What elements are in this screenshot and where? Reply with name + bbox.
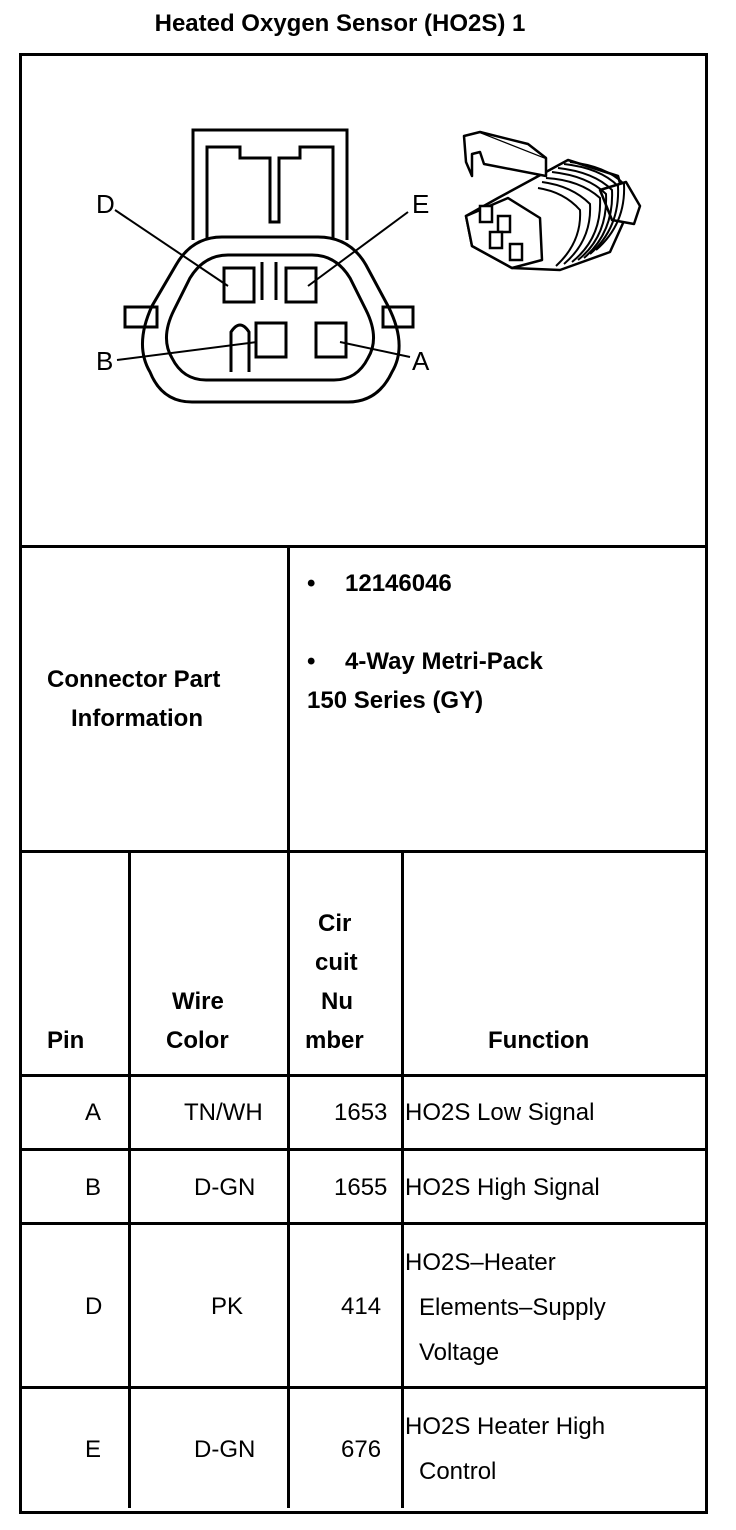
connector-table-frame <box>19 53 708 1514</box>
pin-label-d: D <box>96 189 115 219</box>
cell-circuit: 1655 <box>334 1174 388 1201</box>
connector-description: 4-Way Metri-Pack <box>345 648 543 675</box>
divider <box>19 1386 705 1389</box>
cell-circuit: 676 <box>341 1436 382 1463</box>
divider <box>19 850 705 853</box>
cell-pin: B <box>85 1174 102 1201</box>
header-circuit: Nu <box>321 988 353 1015</box>
cell-pin: D <box>85 1293 103 1320</box>
page-title: Heated Oxygen Sensor (HO2S) 1 <box>154 10 526 37</box>
pin-label-e: E <box>412 189 429 219</box>
header-circuit: Cir <box>318 910 352 937</box>
header-circuit: cuit <box>315 949 358 976</box>
header-wire-color: Wire <box>172 988 224 1015</box>
cavity-d <box>222 266 256 304</box>
cell-function: Voltage <box>419 1339 500 1366</box>
divider <box>19 1148 705 1151</box>
cell-function: HO2S High Signal <box>405 1174 600 1201</box>
header-function: Function <box>488 1027 590 1054</box>
cell-circuit: 414 <box>341 1293 382 1320</box>
cell-circuit: 1653 <box>334 1099 388 1126</box>
cell-wire-color: D-GN <box>194 1174 256 1201</box>
cell-function: Elements–Supply <box>419 1294 606 1321</box>
cell-pin: E <box>85 1436 102 1463</box>
cell-function: HO2S Low Signal <box>405 1099 595 1126</box>
bullet: • <box>307 648 316 675</box>
cell-function: HO2S–Heater <box>405 1249 556 1276</box>
header-pin: Pin <box>47 1027 85 1054</box>
cell-wire-color: TN/WH <box>184 1099 263 1126</box>
connector-3d-view <box>462 130 642 272</box>
cell-pin: A <box>85 1099 102 1126</box>
connector-description: 150 Series (GY) <box>307 687 484 714</box>
connector-face-diagram: D E B A <box>96 128 430 404</box>
divider <box>287 545 290 1508</box>
cavity-a <box>314 321 348 359</box>
divider <box>19 1222 705 1225</box>
divider <box>19 1074 705 1077</box>
header-wire-color: Color <box>166 1027 229 1054</box>
cavity-b <box>254 321 288 359</box>
divider <box>19 545 705 548</box>
pin-label-b: B <box>96 346 113 376</box>
cell-function: Control <box>419 1458 497 1485</box>
divider <box>401 850 404 1508</box>
connector-info-label: Connector Part <box>47 666 221 693</box>
cell-wire-color: D-GN <box>194 1436 256 1463</box>
bullet: • <box>307 570 316 597</box>
header-circuit: mber <box>305 1027 364 1054</box>
cell-function: HO2S Heater High <box>405 1413 606 1440</box>
cell-wire-color: PK <box>211 1293 244 1320</box>
cavity-e <box>284 266 318 304</box>
part-number: 12146046 <box>345 570 452 597</box>
divider <box>128 850 131 1508</box>
connector-info-label: Information <box>71 705 203 732</box>
pin-label-a: A <box>412 346 430 376</box>
